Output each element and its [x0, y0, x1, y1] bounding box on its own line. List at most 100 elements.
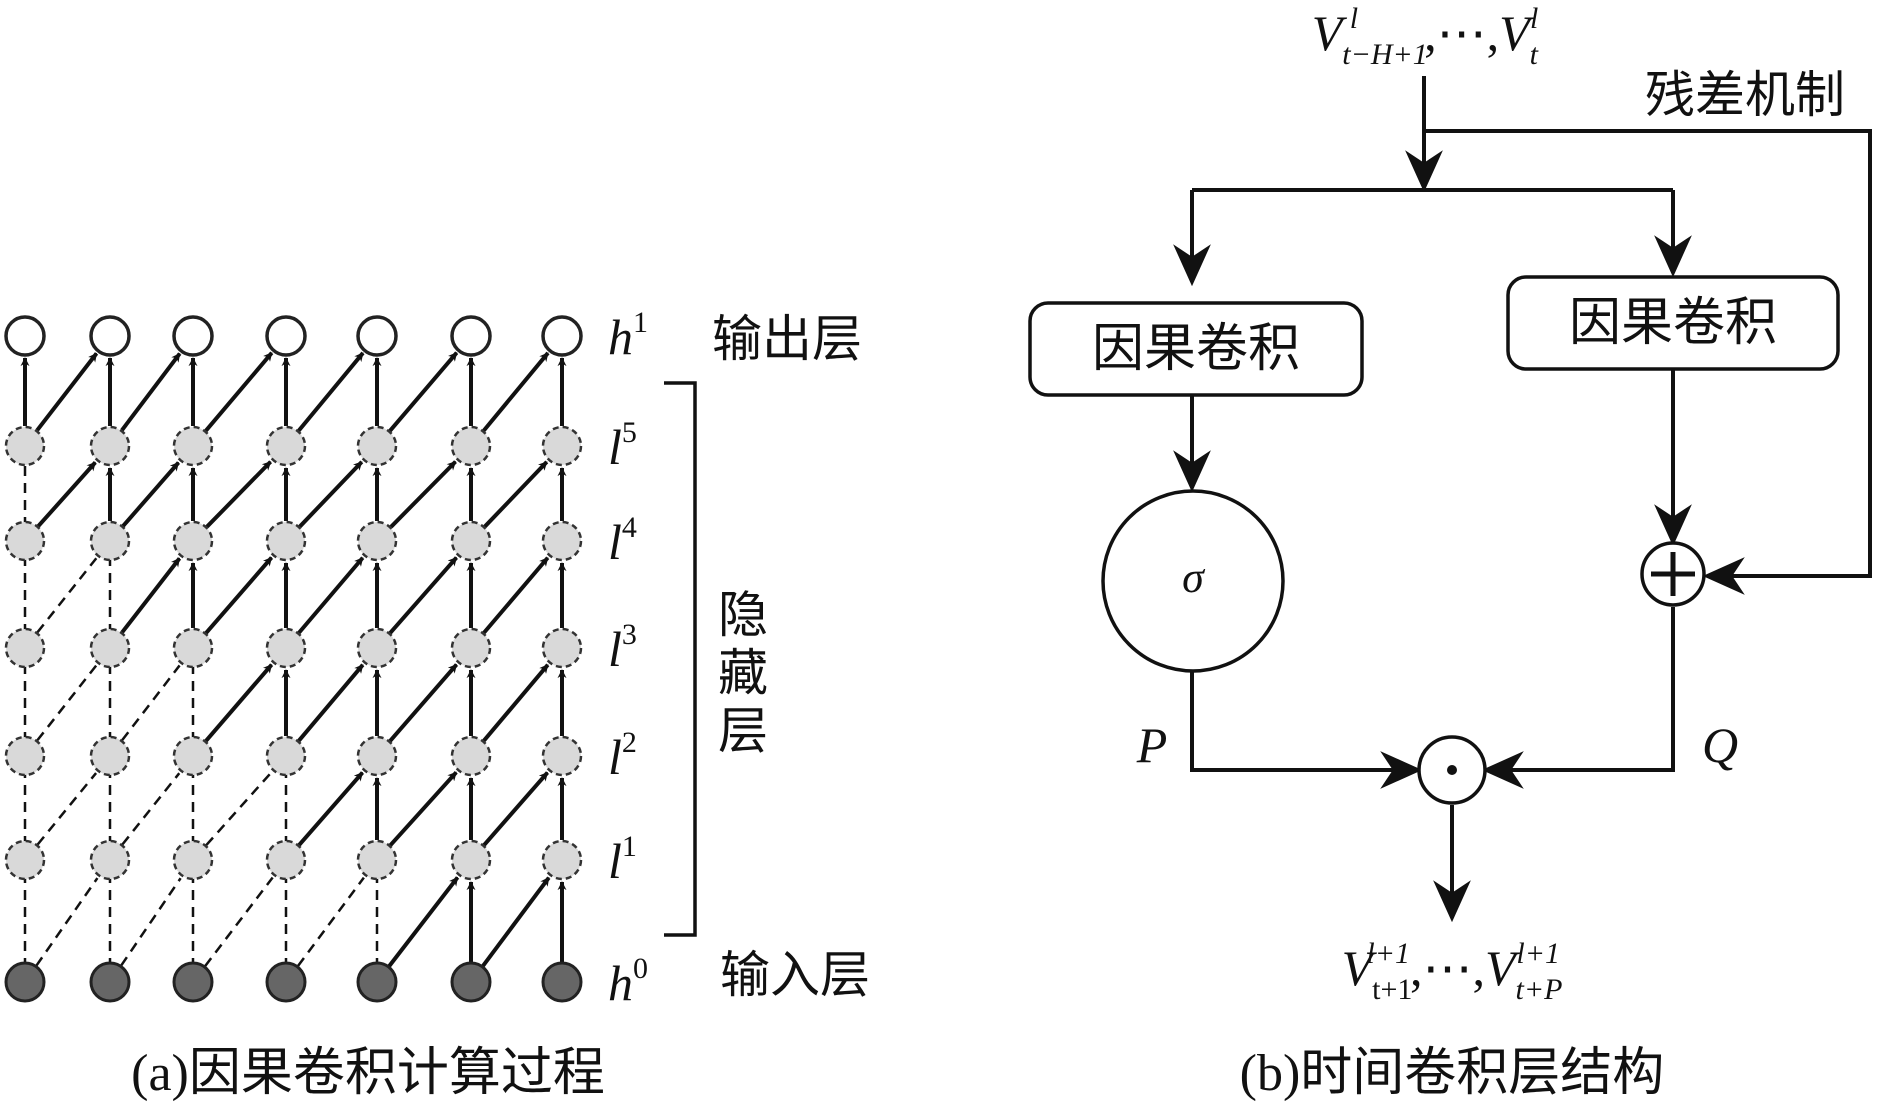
level-label-sup: 2 [622, 726, 637, 759]
hidden-node [265, 839, 307, 881]
causal-edge-diagonal [388, 351, 459, 433]
inactive-edge-diagonal [120, 877, 182, 967]
input-sub2: t [1530, 38, 1539, 71]
hidden-layer-label-char: 隐 [718, 586, 768, 644]
causal-edge-diagonal [121, 461, 181, 528]
level-label: h0 [608, 952, 648, 1011]
output-node [356, 315, 398, 357]
causal-edge-diagonal [297, 556, 365, 635]
hidden-node [541, 735, 583, 777]
input-formula: Vt−H+1l,⋯,Vtl [1312, 2, 1539, 71]
input-sup1: l [1350, 2, 1358, 35]
plus-icon [1651, 552, 1695, 596]
inactive-edge-diagonal [36, 772, 98, 846]
inactive-edge-diagonal [121, 772, 181, 846]
hidden-node [172, 520, 214, 562]
hidden-node [450, 839, 492, 881]
hidden-node [4, 839, 46, 881]
input-sub1: t−H+1 [1342, 38, 1428, 71]
hidden-node [356, 425, 398, 467]
level-label: l5 [608, 416, 637, 475]
hidden-node [356, 520, 398, 562]
hidden-node [4, 627, 46, 669]
hadamard-dot-icon [1447, 765, 1457, 775]
q-label: Q [1702, 717, 1738, 773]
causal-edge-diagonal [482, 663, 550, 742]
causal-edge-diagonal [482, 771, 550, 847]
causal-edge-diagonal [388, 663, 459, 743]
p-wire [1190, 672, 1423, 789]
sigma-label: σ [1182, 553, 1206, 602]
causal-edge-diagonal [120, 557, 182, 634]
causal-edge-diagonal [483, 460, 549, 528]
level-label-base: l [608, 729, 622, 785]
hidden-node [265, 520, 307, 562]
inactive-edge-diagonal [36, 557, 98, 634]
input-node [356, 961, 398, 1003]
level-label-sup: 1 [622, 830, 637, 863]
hidden-node [4, 520, 46, 562]
causal-conv-label-right: 因果卷积 [1569, 293, 1777, 353]
output-node [541, 315, 583, 357]
hidden-node [265, 735, 307, 777]
inactive-edge-diagonal [205, 771, 273, 846]
hidden-node [265, 425, 307, 467]
hidden-node [89, 735, 131, 777]
hidden-node [172, 627, 214, 669]
output-formula: Vt+1l+1,⋯,Vt+Pl+1 [1342, 937, 1563, 1006]
causal-conv-box-right [1506, 275, 1840, 371]
inactive-connections [23, 460, 379, 968]
level-label: l2 [608, 726, 637, 785]
level-label-base: l [608, 833, 622, 889]
output-v2: V [1485, 940, 1521, 996]
causal-conv-box-left [1028, 301, 1364, 397]
level-label-base: l [608, 621, 622, 677]
causal-edge-diagonal [482, 351, 550, 432]
output-node [265, 315, 307, 357]
hidden-node [541, 627, 583, 669]
input-node [89, 961, 131, 1003]
hidden-node [4, 425, 46, 467]
level-label-sup: 5 [622, 416, 637, 449]
level-label-base: h [608, 309, 633, 365]
hidden-node [89, 839, 131, 881]
input-sup2: l [1530, 2, 1538, 35]
causal-edge-diagonal [297, 351, 365, 432]
inactive-edge-diagonal [296, 876, 365, 967]
inactive-edge-diagonal [36, 664, 98, 742]
level-label-base: l [608, 514, 622, 570]
hidden-node [450, 627, 492, 669]
hidden-node [356, 627, 398, 669]
residual-wire [1424, 129, 1872, 595]
output-sup1: l+1 [1366, 937, 1410, 970]
hidden-node [450, 520, 492, 562]
hidden-node [541, 520, 583, 562]
causal-edge-diagonal [389, 460, 457, 529]
causal-edge-diagonal [481, 876, 551, 968]
hidden-node [450, 425, 492, 467]
causal-edge-diagonal [387, 876, 460, 968]
output-sub2: t+P [1516, 973, 1563, 1006]
hidden-node [89, 425, 131, 467]
causal-edge-diagonal [120, 352, 182, 432]
hidden-node [172, 425, 214, 467]
hidden-layer-label-char: 藏 [718, 644, 768, 702]
causal-edge-diagonal [482, 556, 550, 635]
sigma-node [1101, 489, 1285, 673]
temporal-conv-layer-diagram: Vt−H+1l,⋯,Vtl 残差机制 因果卷积 因果卷积 σ P Q Vt [1028, 2, 1872, 1102]
input-node [541, 961, 583, 1003]
hidden-node [89, 520, 131, 562]
causal-edge-diagonal [204, 556, 274, 635]
output-layer-label: 输出层 [712, 310, 862, 368]
output-dots: ,⋯, [1410, 940, 1485, 996]
level-label: l3 [608, 618, 637, 677]
level-label: l1 [608, 830, 637, 889]
causal-edge-diagonal [35, 352, 99, 432]
level-label-base: l [608, 419, 622, 475]
causal-edge-diagonal [36, 461, 97, 528]
active-connections [20, 351, 567, 968]
causal-edge-diagonal [204, 663, 274, 743]
